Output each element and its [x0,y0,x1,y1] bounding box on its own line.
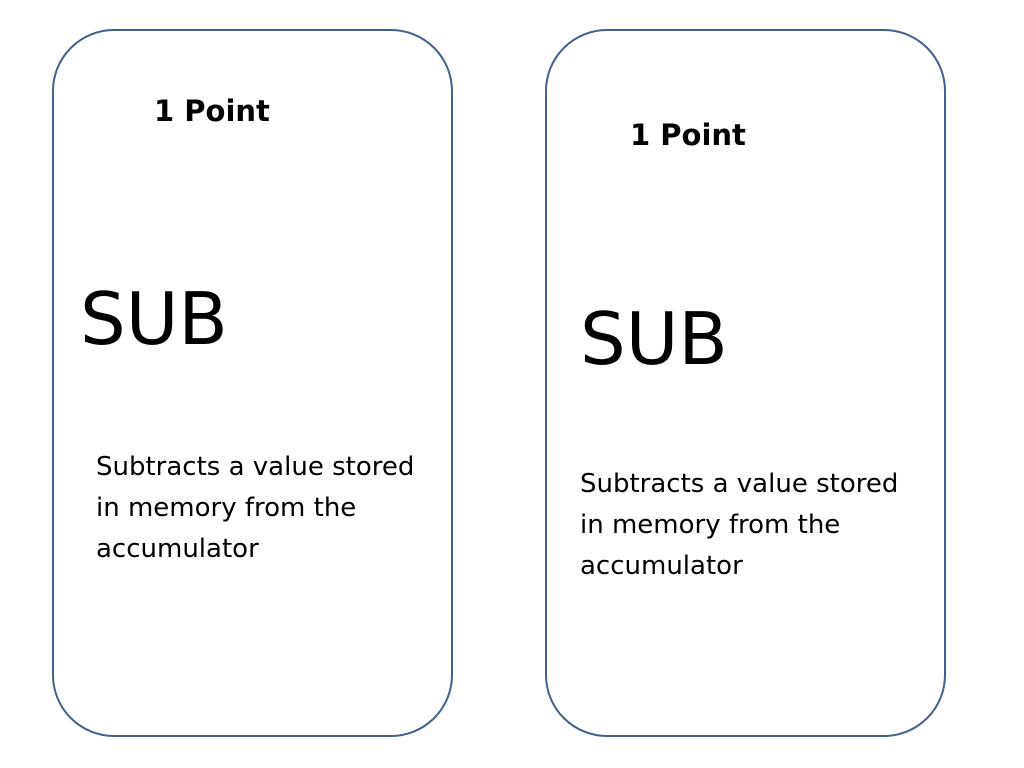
card-points: 1 Point [154,94,270,128]
instruction-card-right: 1 Point SUB Subtracts a value stored in … [545,29,946,737]
card-mnemonic: SUB [80,277,228,361]
card-mnemonic: SUB [580,297,728,381]
instruction-card-left: 1 Point SUB Subtracts a value stored in … [52,29,453,737]
card-description: Subtracts a value stored in memory from … [580,469,899,581]
card-points: 1 Point [630,118,746,152]
card-description: Subtracts a value stored in memory from … [96,452,415,564]
